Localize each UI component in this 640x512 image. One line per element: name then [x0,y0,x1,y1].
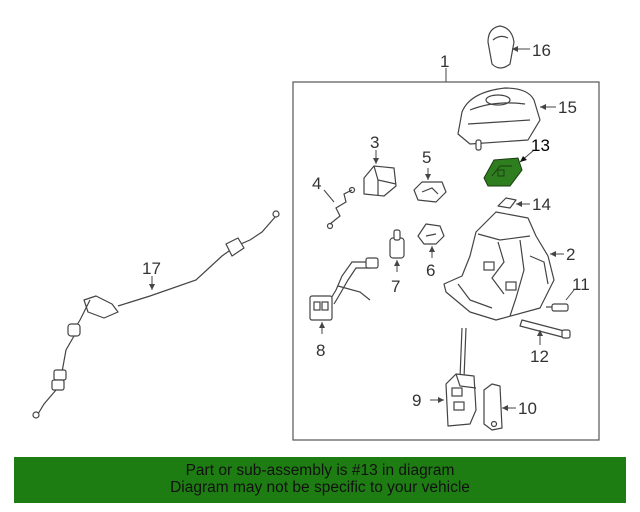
callout-2: 2 [566,245,575,264]
callout-6: 6 [426,261,435,280]
callout-17: 17 [142,259,161,278]
part-15-indicator-cover[interactable] [457,87,541,145]
callout-1: 1 [440,52,449,71]
part-4-spring[interactable] [326,186,356,230]
banner-line-1: Part or sub-assembly is #13 in diagram [185,462,455,479]
banner-line-2: Diagram may not be specific to your vehi… [170,479,470,496]
callout-3: 3 [370,133,379,152]
part-11-bolt[interactable] [546,303,569,312]
callout-5: 5 [422,148,431,167]
part-16-shift-knob[interactable] [487,25,515,69]
small-pin [475,139,482,151]
callout-8: 8 [316,341,325,360]
callout-11: 11 [572,275,590,294]
callout-16: 16 [532,41,551,60]
callout-7: 7 [391,277,400,296]
part-13-highlighted[interactable] [483,157,523,187]
part-3-switch[interactable] [363,165,397,197]
callout-10: 10 [518,399,537,418]
part-9-lever[interactable] [445,327,477,427]
info-banner: Part or sub-assembly is #13 in diagram D… [14,457,626,503]
part-17-shift-cable[interactable] [32,210,280,419]
part-5-bracket[interactable] [413,181,447,203]
part-10-cover[interactable] [483,383,503,431]
callout-14: 14 [532,195,551,214]
callout-13: 13 [531,136,550,155]
part-8-harness[interactable] [309,257,379,321]
part-14-clip[interactable] [497,197,517,209]
callout-9: 9 [412,391,421,410]
part-7-sensor[interactable] [389,229,405,259]
callout-15: 15 [558,98,577,117]
part-6-clip[interactable] [417,223,445,245]
part-2-shifter-housing[interactable] [443,211,555,321]
callout-12: 12 [530,347,549,366]
part-12-pin[interactable] [519,319,571,339]
callout-4: 4 [312,174,321,193]
